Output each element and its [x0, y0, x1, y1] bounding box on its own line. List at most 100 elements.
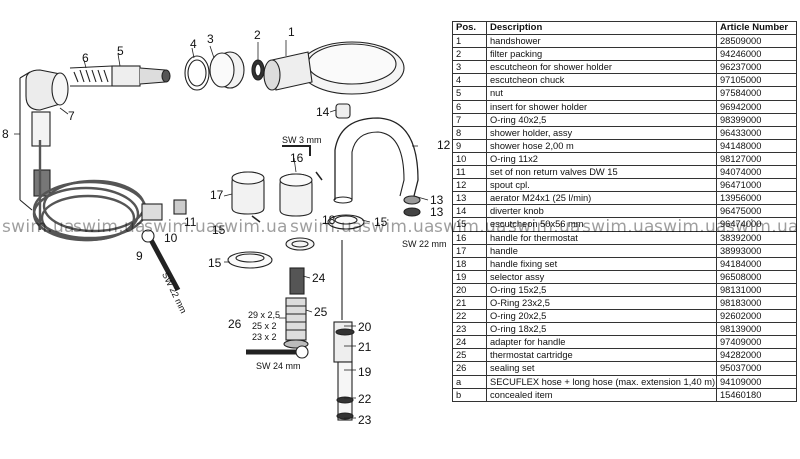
callout-23: 23 — [358, 413, 372, 427]
cell-pos: 1 — [452, 34, 487, 48]
label-oring-1: 29 x 2,5 — [248, 310, 281, 320]
cell-description: thermostat cartridge — [486, 348, 717, 362]
wrench-sw22-part — [141, 229, 181, 292]
cell-pos: 17 — [452, 243, 487, 258]
callout-12: 12 — [437, 138, 451, 152]
handle-left-part — [231, 171, 265, 223]
cell-description: selector assy — [486, 269, 717, 284]
cell-pos: a — [452, 374, 487, 389]
cell-description: O-ring 11x2 — [486, 151, 717, 166]
cell-article: 95037000 — [716, 361, 797, 376]
callout-21: 21 — [358, 340, 372, 354]
handshower-part — [263, 41, 405, 95]
callout-14: 14 — [316, 105, 330, 119]
cell-article: 98139000 — [716, 322, 797, 336]
diverter-knob-part — [335, 103, 351, 119]
cell-article: 13956000 — [716, 191, 797, 205]
cell-article: 98131000 — [716, 282, 797, 297]
cell-article: 94148000 — [716, 138, 797, 153]
cell-description: SECUFLEX hose + long hose (max. extensio… — [486, 374, 717, 389]
cell-pos: 20 — [452, 282, 487, 297]
cell-article: 97409000 — [716, 335, 797, 349]
handle-right-part — [279, 171, 323, 217]
label-sw3: SW 3 mm — [282, 135, 322, 145]
cell-article: 94074000 — [716, 165, 797, 179]
cell-article: 98399000 — [716, 112, 797, 127]
cell-description: handle for thermostat — [486, 230, 717, 245]
callout-10: 10 — [164, 231, 178, 245]
cell-description: aerator M24x1 (25 l/min) — [486, 191, 717, 205]
cell-pos: 4 — [452, 73, 487, 87]
cell-description: escutcheon 50x56 mm — [486, 217, 717, 231]
cell-description: escutcheon chuck — [486, 73, 717, 87]
nut-insert-part — [69, 65, 171, 87]
hose-nut-part — [141, 199, 187, 221]
cell-article: 96237000 — [716, 60, 797, 74]
callout-5: 5 — [117, 44, 124, 58]
diagram-drawing — [14, 40, 429, 421]
shower-hose-coil — [32, 140, 148, 242]
cell-pos: 14 — [452, 204, 487, 218]
callout-1: 1 — [288, 25, 295, 39]
callout-13b: 13 — [430, 205, 444, 219]
cell-article: 94184000 — [716, 256, 797, 271]
cell-pos: 3 — [452, 60, 487, 74]
cell-description: handshower — [486, 34, 717, 48]
spout-part — [333, 117, 421, 217]
cell-description: handle fixing set — [486, 256, 717, 271]
callout-11: 11 — [184, 215, 197, 229]
cell-description: O-ring 15x2,5 — [486, 282, 717, 297]
cell-description: set of non return valves DW 15 — [486, 165, 717, 179]
cell-pos: 15 — [452, 217, 487, 231]
callout-8: 8 — [2, 127, 9, 141]
cell-description: O-ring 40x2,5 — [486, 112, 717, 127]
cell-pos: 13 — [452, 191, 487, 205]
callout-15b: 15 — [374, 215, 388, 229]
callout-2: 2 — [254, 28, 261, 42]
callout-18: 18 — [322, 213, 336, 227]
cell-pos: 25 — [452, 348, 487, 362]
label-oring-3: 23 x 2 — [252, 332, 277, 342]
table-header-row: Pos. Description Article Number — [452, 20, 797, 36]
selector-assy-part — [333, 240, 355, 421]
callout-16: 16 — [290, 151, 304, 165]
callout-20: 20 — [358, 320, 372, 334]
cell-description: diverter knob — [486, 204, 717, 218]
escutcheon-rings-part — [227, 214, 365, 269]
cell-pos: 8 — [452, 125, 487, 140]
callout-15c: 15 — [212, 223, 226, 237]
cell-article: 92602000 — [716, 309, 797, 323]
cell-pos: 18 — [452, 256, 487, 271]
callout-15: 15 — [208, 256, 222, 270]
cell-description: sealing set — [486, 361, 717, 376]
cell-description: insert for shower holder — [486, 99, 717, 114]
cell-pos: 19 — [452, 269, 487, 284]
cell-description: O-ring 18x2,5 — [486, 322, 717, 336]
cell-article: 96474000 — [716, 217, 797, 231]
col-header-article: Article Number — [716, 20, 797, 36]
cell-pos: 9 — [452, 138, 487, 153]
cell-article: 15460180 — [716, 387, 797, 402]
shower-holder-part — [19, 69, 69, 211]
cell-pos: 24 — [452, 335, 487, 349]
callout-19: 19 — [358, 365, 372, 379]
label-sw24: SW 24 mm — [256, 361, 301, 371]
callout-22: 22 — [358, 392, 372, 406]
cell-pos: 5 — [452, 86, 487, 101]
